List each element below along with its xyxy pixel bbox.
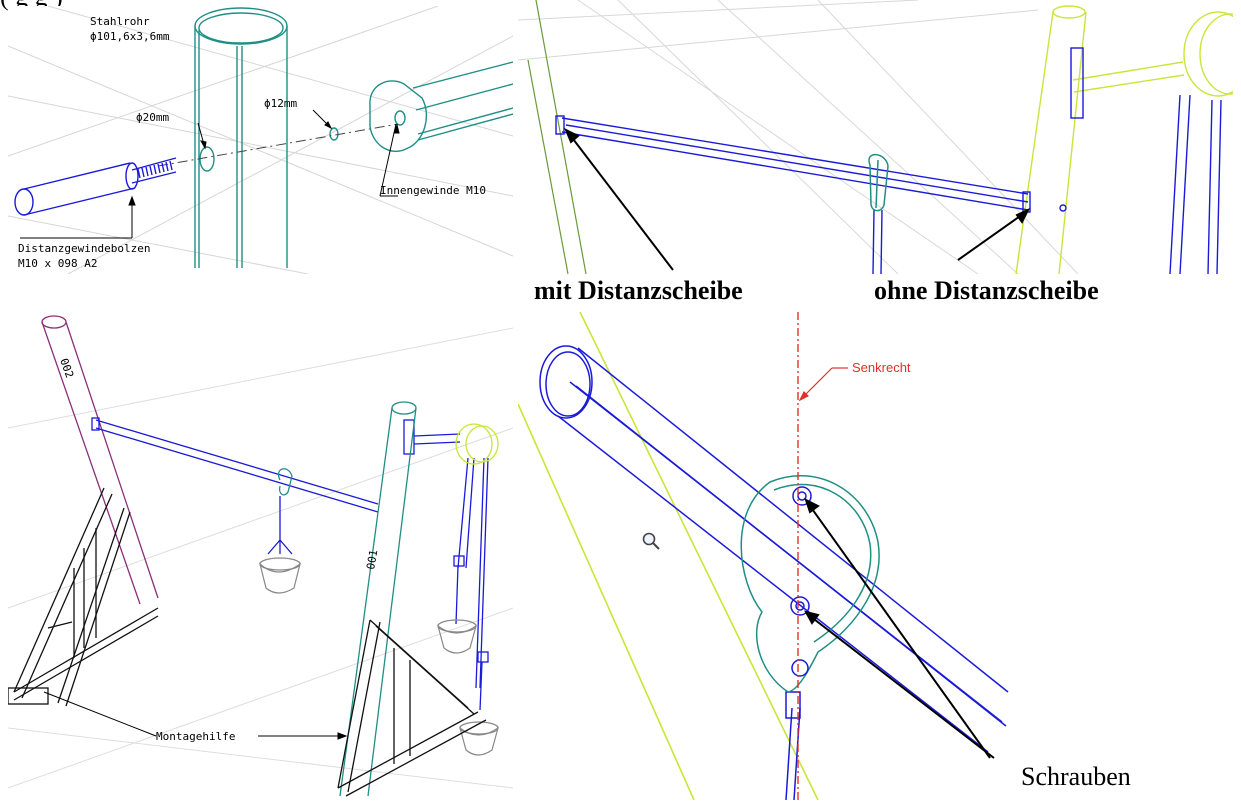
panel4-drawing: Senkrecht: [518, 312, 1009, 800]
magnifier-icon[interactable]: [642, 532, 660, 550]
hole-small-label: ϕ12mm: [264, 97, 297, 110]
material-label-line1: Stahlrohr: [90, 15, 150, 28]
panel3-drawing: 002: [8, 315, 513, 797]
crossbar: [91, 417, 489, 711]
post-002: [41, 315, 159, 605]
screws-label: Schrauben: [1021, 762, 1131, 791]
post-002-label: 002: [57, 357, 76, 380]
panel1-drawing: Stahlrohr ϕ101,6x3,6mm ϕ20mm ϕ12mm Innen…: [8, 6, 513, 274]
assembly-aid-left: [8, 487, 159, 707]
panel-screw-detail: Senkrecht: [518, 312, 1238, 800]
panel-spacer-comparison: [518, 0, 1233, 274]
top-cut-text: ( g g ): [0, 0, 1241, 12]
hole-large-label: ϕ20mm: [136, 111, 169, 124]
material-label-line2: ϕ101,6x3,6mm: [90, 30, 170, 43]
vertical-label: Senkrecht: [852, 360, 911, 375]
post-001-label: 001: [364, 549, 380, 571]
bolt-label-line1: Distanzgewindebolzen: [18, 242, 150, 255]
bolt-label-line2: M10 x 098 A2: [18, 257, 97, 270]
clamp-plate: [369, 61, 513, 153]
assembly-aid-right: [337, 619, 487, 797]
pipe-detail: [539, 345, 1009, 800]
panel-exploded-bolt: Stahlrohr ϕ101,6x3,6mm ϕ20mm ϕ12mm Innen…: [8, 6, 513, 274]
yellow-post: [1015, 5, 1233, 274]
caption-without-spacer: ohne Distanzscheibe: [874, 276, 1099, 305]
screws: [790, 486, 812, 677]
thread-label: Innengewinde M10: [380, 184, 486, 197]
panel-assembly: 002: [8, 308, 513, 800]
clamp-hook: [868, 153, 889, 212]
assembly-aid-label: Montagehilfe: [156, 730, 235, 743]
baskets: [258, 557, 500, 756]
panel2-drawing: [518, 0, 1233, 274]
distance-bolt: [14, 157, 177, 216]
caption-with-spacer: mit Distanzscheibe: [534, 276, 743, 305]
blue-bar: [555, 47, 1222, 274]
clamp-plate-detail: [740, 475, 880, 693]
